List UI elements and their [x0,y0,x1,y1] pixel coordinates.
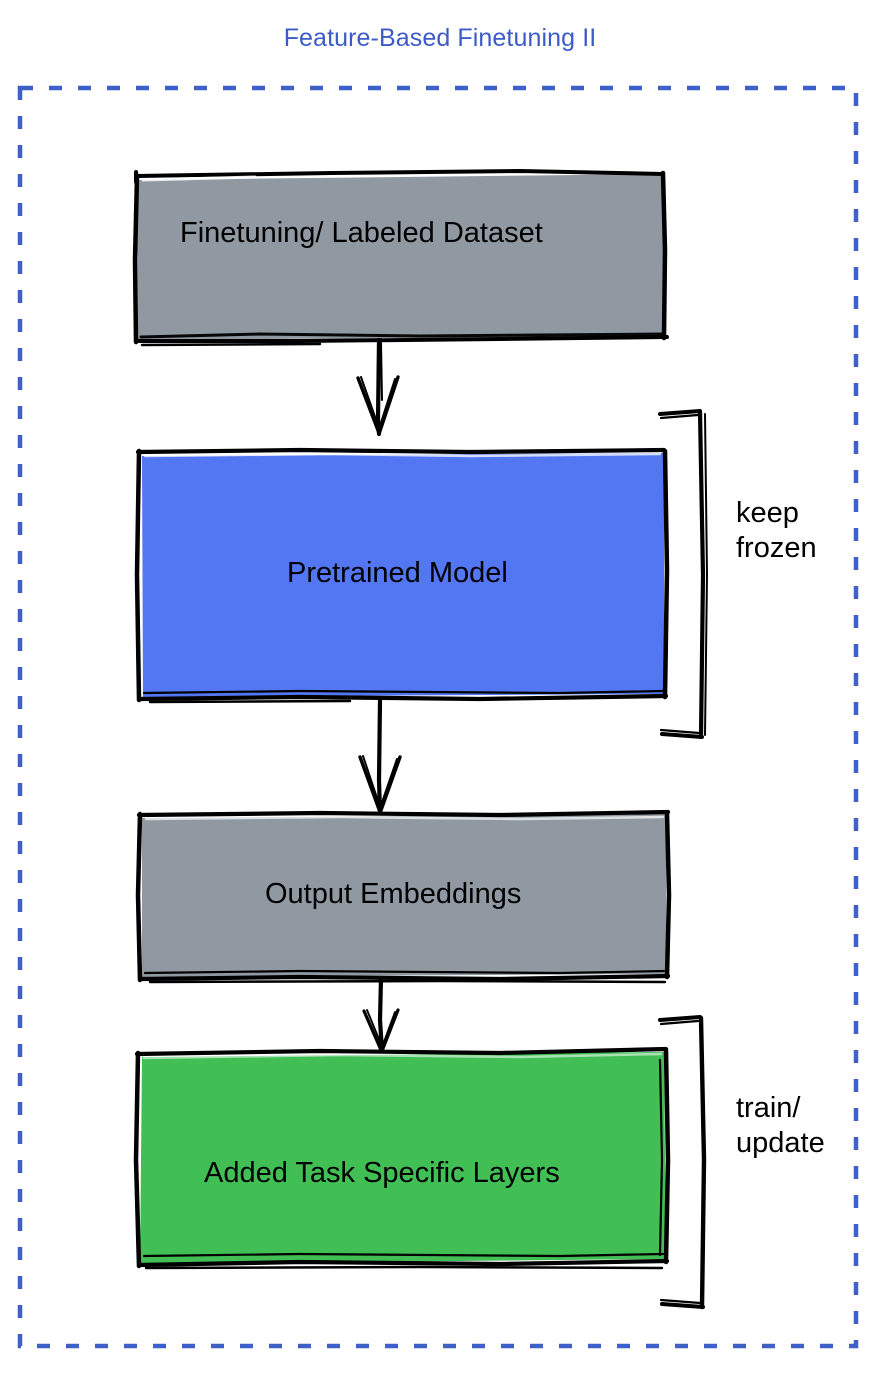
bracket-label-train-update: train/ update [736,1092,825,1160]
node-pretrained-model-outline-e [143,452,662,458]
node-label-pretrained-model: Pretrained Model [287,557,508,589]
node-output-embeddings[interactable] [135,809,672,984]
node-task-layers[interactable] [133,1046,671,1270]
node-label-dataset: Finetuning/ Labeled Dataset [180,217,543,249]
node-task-layers-outline-f [658,1058,664,1257]
node-label-output-embeddings: Output Embeddings [265,878,522,910]
node-output-embeddings-outline-b [664,810,672,980]
node-task-layers-fill [140,1052,666,1264]
node-output-embeddings-outline-e [144,815,665,821]
node-dataset-fill [137,174,665,340]
bracket-label-keep-frozen: keep frozen [736,497,817,565]
page-title: Feature-Based Finetuning II [283,24,597,52]
node-task-layers-outline-h [144,1265,664,1270]
node-pretrained-model-outline-a [135,447,667,455]
node-dataset-outline-e [139,332,664,339]
dashed-outline [17,85,859,1349]
bracket-train-update [658,1015,707,1310]
node-output-embeddings-outline-d [135,811,143,983]
node-task-layers-outline-a [134,1046,669,1057]
arrow-embeddings-to-layers [362,975,400,1054]
arrow-dataset-to-model [356,337,400,437]
bracket-keep-frozen [658,409,709,740]
node-pretrained-model-outline-c [137,693,669,702]
node-pretrained-model-outline-g [148,699,352,704]
node-dataset[interactable] [132,168,669,347]
node-pretrained-model-fill [142,453,664,697]
node-dataset-outline-c [135,335,669,343]
node-label-task-layers: Added Task Specific Layers [204,1157,560,1189]
node-task-layers-outline-c [136,1258,670,1268]
node-task-layers-outline-e [142,1052,663,1060]
node-dataset-outline-b [660,170,668,341]
node-dataset-outline-d [132,173,140,345]
node-pretrained-model-outline-f [142,689,665,695]
node-pretrained-model[interactable] [134,447,670,704]
node-output-embeddings-outline-a [136,809,671,818]
node-output-embeddings-outline-c [137,973,671,982]
arrow-model-to-embeddings [358,697,402,815]
node-output-embeddings-fill [142,814,666,977]
node-dataset-outline-g [140,342,322,347]
node-pretrained-model-outline-d [134,448,142,703]
node-output-embeddings-outline-f [143,969,666,975]
node-task-layers-outline-d [133,1050,142,1269]
node-task-layers-outline-g [142,1252,665,1258]
node-dataset-outline-f [141,175,257,182]
node-pretrained-model-outline-b [662,448,670,700]
node-task-layers-outline-b [663,1047,671,1265]
node-output-embeddings-outline-g [148,979,667,984]
